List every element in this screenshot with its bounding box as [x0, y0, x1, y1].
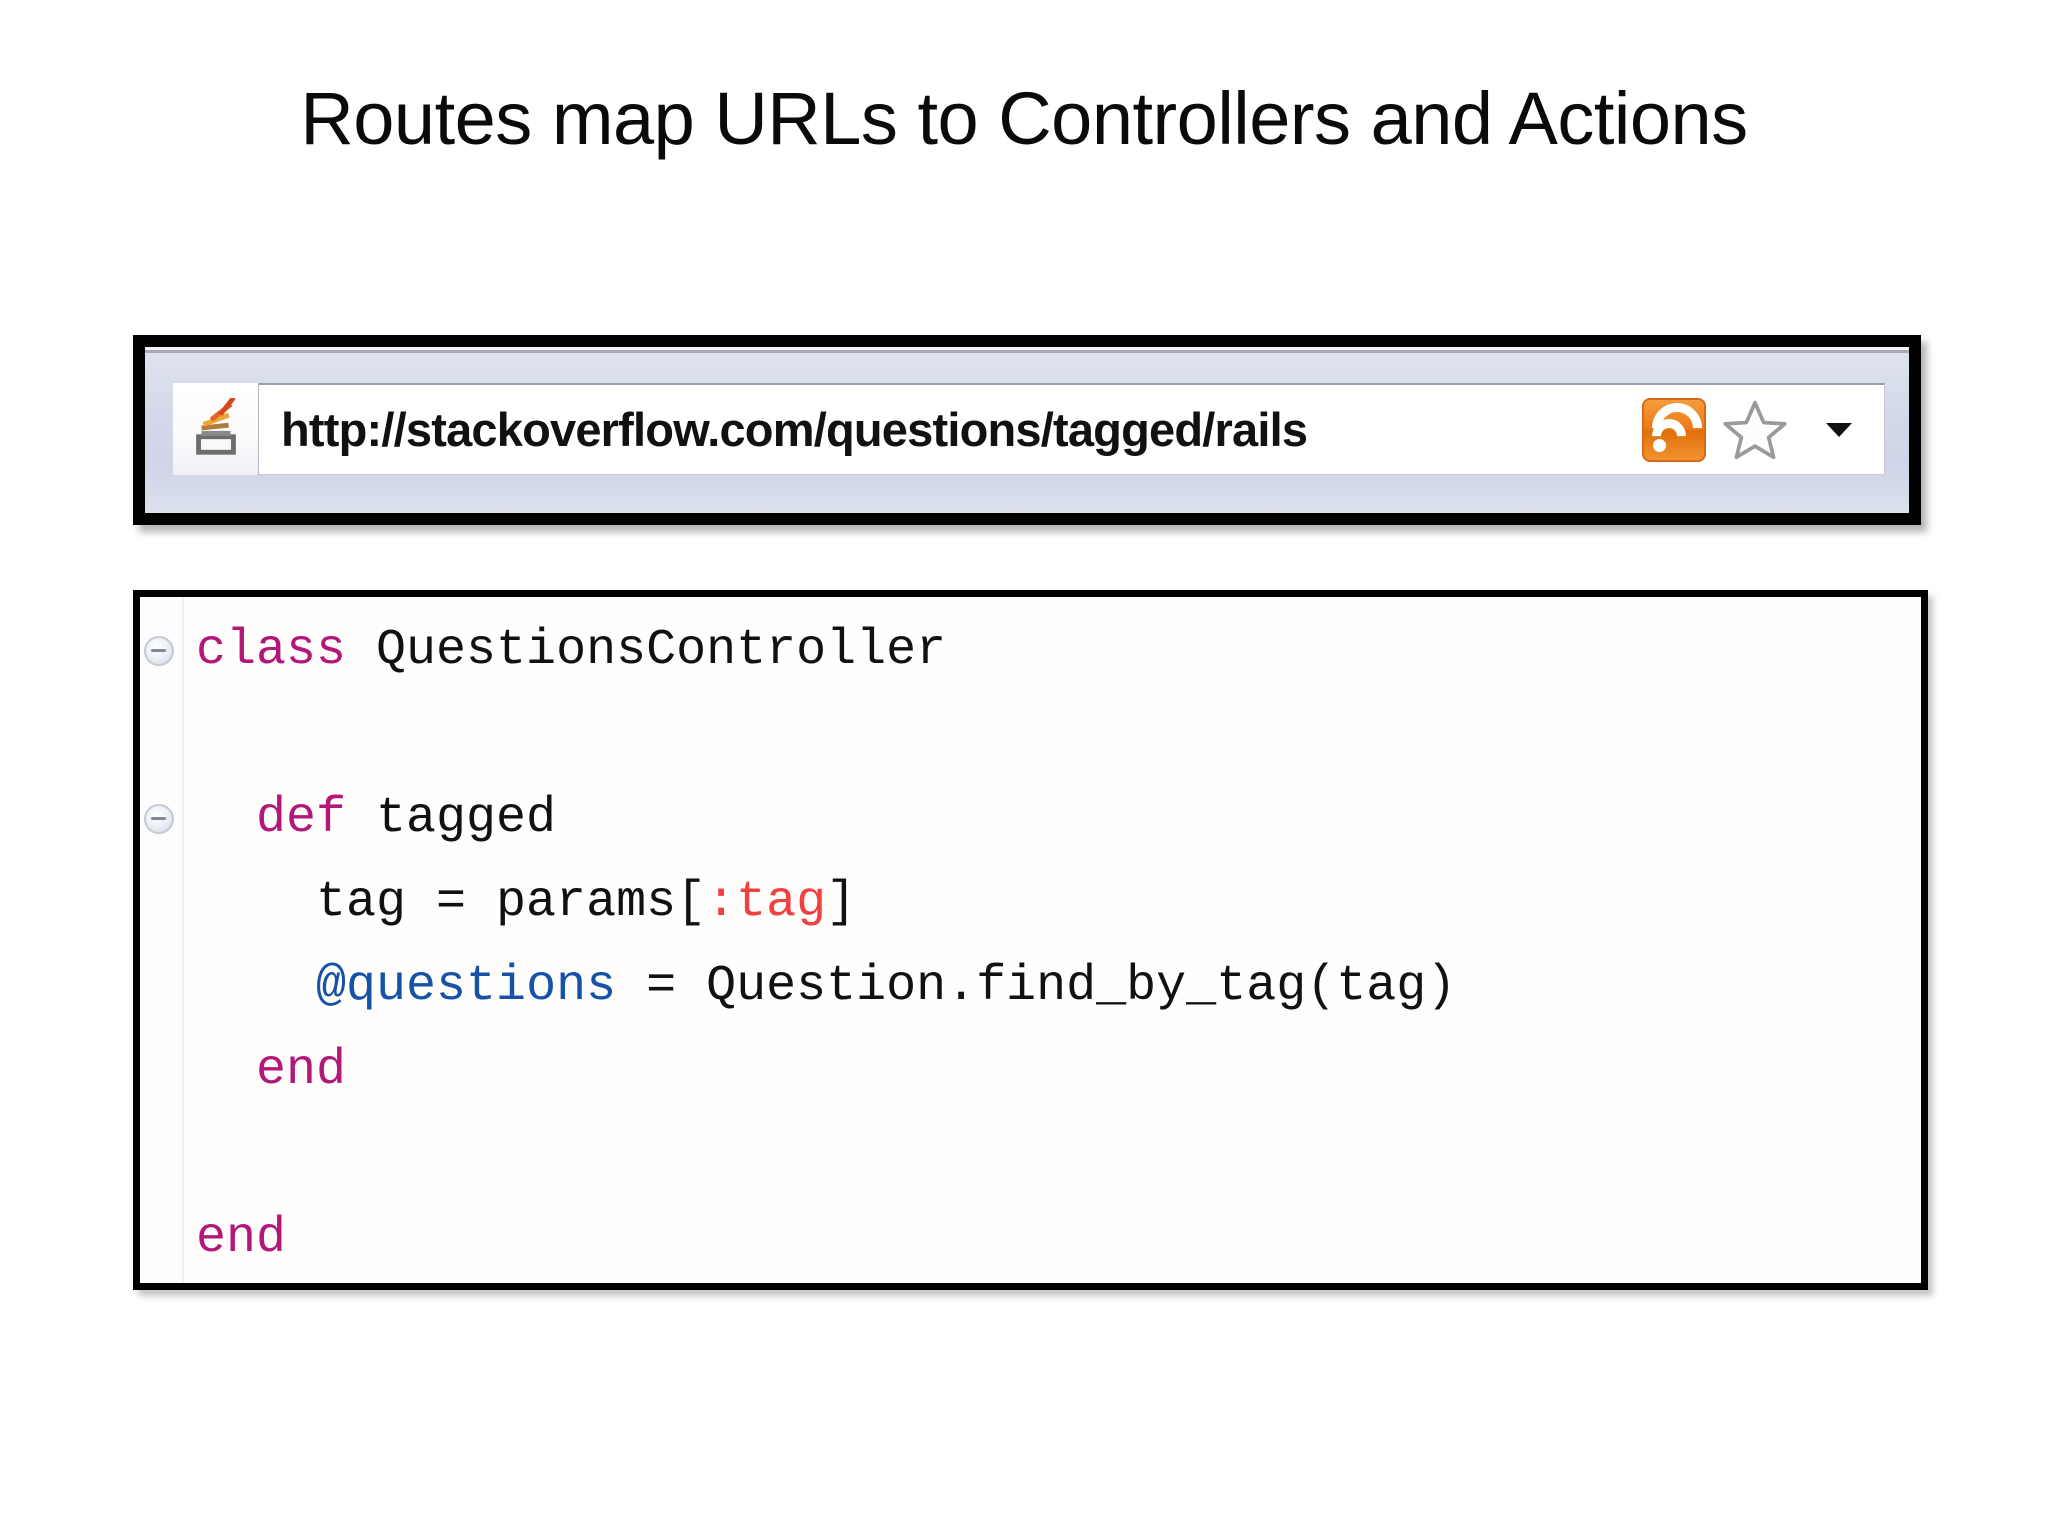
code-token: ] [826, 874, 857, 931]
code-line: tag = params[:tag] [196, 861, 1921, 945]
code-line: end [196, 1029, 1921, 1113]
address-bar-row: http://stackoverflow.com/questions/tagge… [173, 383, 1885, 475]
code-token: tag = params[ [196, 874, 707, 931]
code-token [196, 958, 316, 1015]
code-content[interactable]: class QuestionsController def tagged tag… [184, 597, 1921, 1283]
rss-feed-icon[interactable] [1641, 392, 1713, 463]
code-token: @questions [316, 958, 617, 1015]
code-token [196, 790, 256, 847]
code-token: end [196, 1210, 287, 1267]
favicon-container [173, 383, 259, 475]
code-editor-figure: class QuestionsController def tagged tag… [133, 590, 1928, 1290]
code-token [196, 1042, 256, 1099]
code-line: class QuestionsController [196, 609, 1921, 693]
code-line: end [196, 1197, 1921, 1281]
code-editor-body: class QuestionsController def tagged tag… [140, 597, 1921, 1283]
code-line [196, 1113, 1921, 1197]
bookmark-star-icon[interactable] [1722, 399, 1788, 461]
code-token: QuestionsController [346, 622, 947, 679]
code-line: def tagged [196, 777, 1921, 861]
code-token: :tag [706, 874, 827, 931]
rss-dot [1653, 438, 1666, 452]
chevron-down-icon[interactable] [1826, 422, 1852, 437]
code-fold-toggle-icon[interactable] [144, 636, 174, 666]
browser-chrome: http://stackoverflow.com/questions/tagge… [145, 347, 1909, 513]
code-token: def [256, 790, 347, 847]
stackoverflow-favicon [195, 398, 236, 455]
url-actions [1641, 392, 1874, 463]
page-title: Routes map URLs to Controllers and Actio… [300, 77, 1748, 160]
rss-arc-large [1641, 392, 1713, 463]
editor-gutter [140, 597, 184, 1283]
url-input[interactable]: http://stackoverflow.com/questions/tagge… [259, 383, 1885, 475]
browser-address-bar-figure: http://stackoverflow.com/questions/tagge… [133, 335, 1921, 525]
code-token: class [196, 622, 347, 679]
code-line: @questions = Question.find_by_tag(tag) [196, 945, 1921, 1029]
code-token: tagged [346, 790, 557, 847]
code-fold-toggle-icon[interactable] [144, 804, 174, 834]
code-token: = Question.find_by_tag(tag) [616, 958, 1457, 1015]
code-line [196, 693, 1921, 777]
url-text: http://stackoverflow.com/questions/tagge… [281, 403, 1308, 456]
code-token: end [256, 1042, 347, 1099]
